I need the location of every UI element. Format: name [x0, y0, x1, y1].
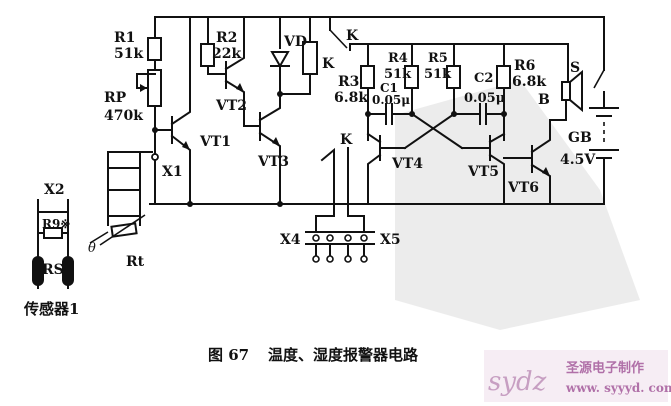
gb-battery — [589, 107, 619, 171]
c2-name-label: C2 — [474, 71, 493, 86]
r1-value-label: 51k — [114, 46, 143, 62]
r2-value-label: 22k — [212, 46, 241, 62]
r9-label: R9※ — [42, 217, 70, 231]
watermark-brand: sydz — [488, 367, 547, 397]
k-contact-pair — [320, 147, 349, 205]
vt1-label: VT1 — [199, 134, 231, 150]
r1-name-label: R1 — [114, 30, 135, 46]
vd-diode — [270, 16, 290, 95]
vt2-label: VT2 — [215, 98, 247, 114]
speaker-label: B — [538, 92, 550, 108]
rp-value-label: 470k — [104, 108, 143, 124]
vt2-transistor — [224, 16, 245, 117]
theta-label: θ — [88, 241, 96, 256]
r5-name-label: R5 — [428, 51, 448, 66]
x4-label: X4 — [280, 232, 301, 248]
r6-value-label: 6.8k — [512, 74, 546, 90]
r6-resistor — [496, 43, 511, 115]
x1-label: X1 — [162, 164, 183, 180]
rs-label: RS — [42, 262, 64, 278]
k-relay-coil — [301, 16, 318, 95]
r6-name-label: R6 — [514, 58, 535, 74]
r4-value-label: 51k — [384, 67, 412, 82]
s-switch — [593, 69, 605, 109]
rt-label: Rt — [126, 254, 145, 270]
watermark-url: www. syyyd. com — [565, 381, 671, 395]
vt4-transistor — [366, 113, 406, 205]
r2-name-label: R2 — [216, 30, 237, 46]
x5-label: X5 — [380, 232, 401, 248]
vt3-label: VT3 — [257, 154, 289, 170]
vt5-transistor — [461, 113, 506, 205]
r3-value-label: 6.8k — [334, 90, 368, 106]
rp-potentiometer — [136, 69, 162, 119]
rp-name-label: RP — [104, 90, 127, 106]
r5-resistor — [446, 43, 461, 115]
rt-thermistor-probe — [89, 151, 153, 246]
battery-name-label: GB — [568, 130, 592, 146]
battery-value-label: 4.5V — [560, 152, 596, 168]
vt6-transistor — [503, 119, 551, 205]
r3-resistor — [360, 43, 375, 115]
sensor-label: 传感器1 — [23, 300, 79, 318]
k-contact-label: K — [340, 132, 353, 148]
vd-label: VD — [283, 34, 307, 50]
r3-name-label: R3 — [338, 74, 359, 90]
vt6-label: VT6 — [507, 180, 539, 196]
k-switch-contact — [329, 16, 569, 51]
figure-number: 图 67 — [208, 346, 249, 364]
c2-value-label: 0.05μ — [464, 91, 506, 106]
vt1-transistor — [154, 16, 191, 205]
figure-title: 温度、湿度报警器电路 — [268, 346, 419, 364]
r4-resistor — [404, 43, 419, 115]
r5-value-label: 51k — [424, 67, 452, 82]
vt4-label: VT4 — [391, 156, 423, 172]
k-relay-label: K — [322, 56, 335, 72]
sensor-1 — [32, 199, 74, 289]
r2-resistor — [200, 16, 227, 75]
r1-resistor — [147, 16, 162, 71]
x4-x5-terminals — [305, 203, 375, 263]
speaker-icon — [549, 43, 583, 121]
watermark-name: 圣源电子制作 — [566, 360, 644, 376]
watermark-logo: sydz 圣源电子制作 www. syyyd. com — [484, 350, 671, 402]
vt3-transistor — [243, 93, 303, 205]
r4-name-label: R4 — [388, 51, 408, 66]
switch-label: S — [570, 60, 580, 76]
k-switch-label: K — [346, 28, 359, 44]
c1-value-label: 0.05μ — [372, 93, 410, 107]
vt5-label: VT5 — [467, 164, 499, 180]
c1-name-label: C1 — [380, 81, 398, 95]
x2-label: X2 — [44, 182, 65, 198]
